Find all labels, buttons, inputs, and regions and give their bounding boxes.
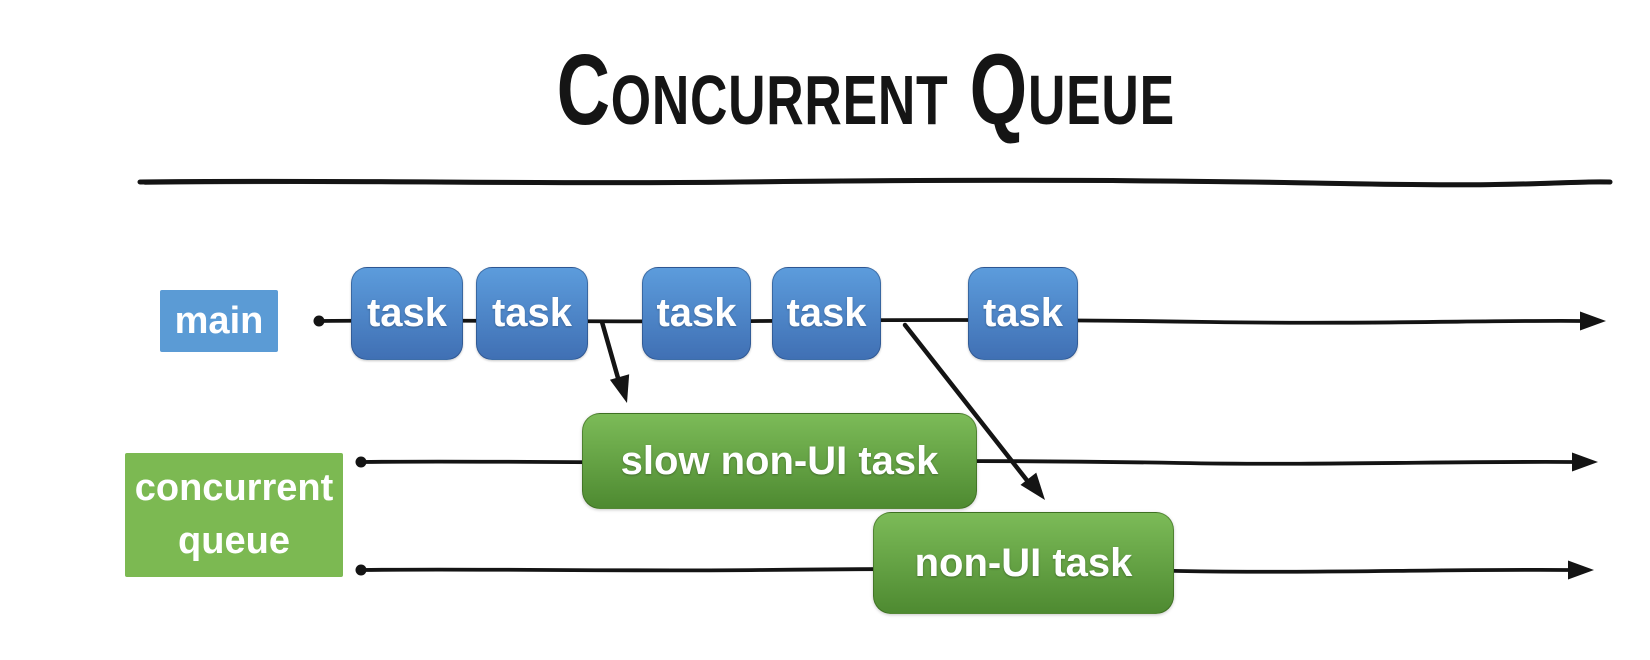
diagram-title: Concurrent Queue	[83, 40, 1649, 140]
task-label: task	[982, 291, 1064, 335]
non-ui-task-box: non-UI task	[873, 512, 1174, 614]
main-lane-label-text: main	[174, 299, 264, 342]
task-label: task	[786, 291, 867, 335]
non-ui-task-label: non-UI task	[914, 540, 1133, 585]
slow-non-ui-task-box: slow non-UI task	[582, 413, 977, 509]
concurrent-timeline-2-arrowhead	[1568, 560, 1594, 580]
dispatch-arrow-non-ui-task-arrowhead	[1020, 472, 1045, 500]
title-divider-texture	[144, 180, 1606, 188]
main-task-box-4: task	[772, 267, 881, 360]
task-label: task	[491, 291, 573, 335]
main-timeline-arrowhead	[1580, 311, 1606, 331]
concurrent-queue-lane-label: concurrent queue	[125, 453, 343, 577]
concurrent-timeline-1-arrowhead	[1572, 452, 1598, 472]
slow-non-ui-task-label: slow non-UI task	[620, 438, 939, 483]
main-timeline-start-dot	[313, 315, 325, 327]
concurrent-timeline-1-start-dot	[355, 456, 367, 468]
main-lane-label: main	[160, 290, 278, 352]
task-label: task	[366, 291, 448, 335]
concurrent-queue-lane-label-text: concurrent queue	[134, 466, 334, 562]
dispatch-arrow-non-ui-task-line	[902, 322, 1036, 491]
main-task-box-5: task	[968, 267, 1078, 360]
concurrent-timeline-2-start-dot	[355, 564, 367, 576]
main-task-box-3: task	[642, 267, 751, 360]
diagram-title-text: Concurrent Queue	[556, 34, 1176, 146]
task-label: task	[656, 291, 737, 335]
main-task-box-1: task	[351, 267, 463, 360]
main-task-box-2: task	[476, 267, 588, 360]
title-divider-line	[137, 177, 1613, 188]
dispatch-arrow-slow-task-arrowhead	[609, 374, 630, 403]
